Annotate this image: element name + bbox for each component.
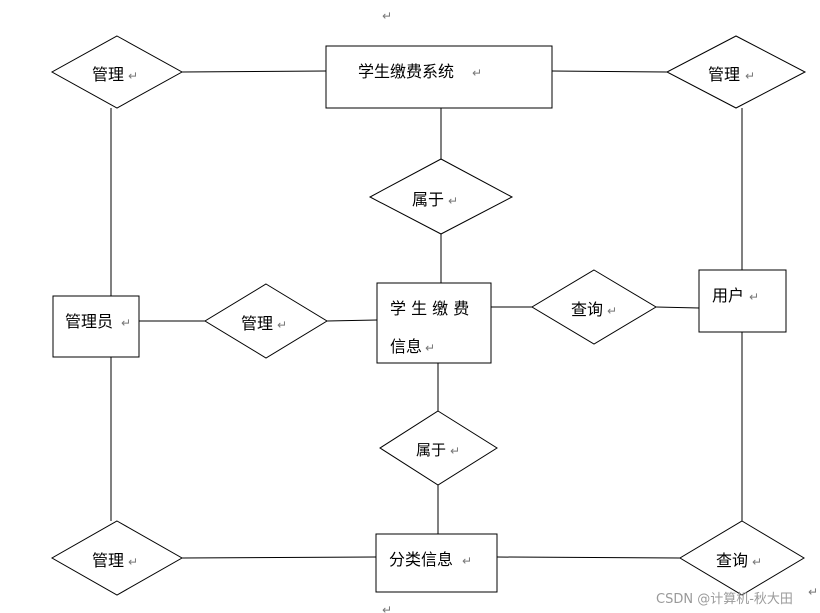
entity-payment-info-line1: 学 生 缴 费 (390, 299, 469, 318)
entity-payment-info-line2: 信息 (390, 337, 422, 356)
paragraph-mark: ↵ (450, 444, 460, 458)
relationship-label: 属于 (412, 190, 444, 209)
relationship-manage-top-right: 管理 ↵ (665, 35, 807, 109)
entity-user-label: 用户 (712, 286, 744, 305)
edge-system-to-manage-tr (551, 70, 668, 73)
relationship-manage-top-left: 管理 ↵ (50, 35, 184, 109)
paragraph-mark: ↵ (425, 341, 435, 355)
relationship-label: 查询 (716, 551, 748, 570)
paragraph-mark: ↵ (749, 290, 759, 304)
edge-category-to-query-br (496, 556, 681, 559)
relationship-label: 查询 (571, 300, 603, 319)
relationship-query-bottom-right: 查询 ↵ (679, 520, 805, 596)
relationship-label: 管理 (241, 314, 273, 333)
paragraph-mark-top: ↵ (382, 9, 392, 23)
entity-system: 学生缴费系统 ↵ (325, 45, 553, 109)
paragraph-mark: ↵ (121, 316, 131, 330)
edge-query-mid-to-user (655, 306, 700, 309)
entity-category-label: 分类信息 (389, 550, 453, 569)
paragraph-mark: ↵ (745, 69, 755, 83)
watermark: CSDN @计算机-秋大田 (656, 592, 793, 607)
entity-user: 用户 ↵ (698, 269, 787, 333)
paragraph-mark-watermark: ↵ (808, 585, 818, 599)
relationship-belong-top: 属于 ↵ (368, 158, 514, 235)
entity-category: 分类信息 ↵ (375, 533, 498, 593)
relationship-manage-bottom-left: 管理 ↵ (50, 520, 184, 596)
relationship-query-mid: 查询 ↵ (531, 269, 657, 345)
entity-system-label: 学生缴费系统 (358, 62, 454, 81)
edge-manage-bl-to-category (181, 556, 377, 559)
paragraph-mark: ↵ (472, 66, 482, 80)
paragraph-mark: ↵ (277, 318, 287, 332)
relationship-label: 管理 (708, 65, 740, 84)
relationship-label: 管理 (92, 65, 124, 84)
paragraph-mark: ↵ (128, 69, 138, 83)
relationship-belong-bottom: 属于 ↵ (379, 410, 498, 486)
entity-admin-label: 管理员 (65, 312, 113, 331)
paragraph-mark: ↵ (607, 304, 617, 318)
connections (110, 70, 743, 559)
paragraph-mark: ↵ (128, 555, 138, 569)
edge-manage-tl-to-system (181, 70, 327, 73)
relationship-label: 属于 (416, 441, 446, 459)
entity-payment-info: 学 生 缴 费 信息 ↵ (376, 282, 492, 364)
relationship-manage-mid: 管理 ↵ (204, 283, 328, 359)
edge-manage-mid-to-payment (326, 319, 378, 322)
paragraph-mark: ↵ (752, 555, 762, 569)
paragraph-mark: ↵ (448, 194, 458, 208)
entity-admin: 管理员 ↵ (52, 295, 140, 358)
paragraph-mark: ↵ (462, 554, 472, 568)
paragraph-mark-bottom: ↵ (382, 603, 392, 613)
relationship-label: 管理 (92, 551, 124, 570)
